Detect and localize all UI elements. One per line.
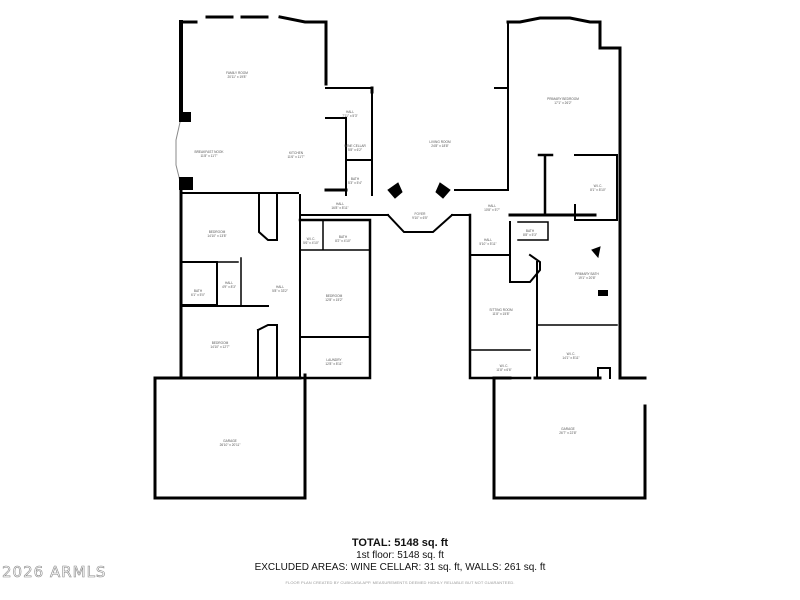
room-name: LIVING ROOM <box>429 140 451 144</box>
room-dimensions: 26'7" x 22'8" <box>559 431 576 435</box>
room-dimensions: 5'6" x 4'10" <box>303 241 319 245</box>
room-dimensions: 8'1" x 8'10" <box>590 188 606 192</box>
room-dimensions: 5'10" x 5'11" <box>479 242 496 246</box>
room-name: BEDROOM <box>212 341 229 345</box>
disclaimer: FLOOR PLAN CREATED BY CUBICASA APP. MEAS… <box>285 580 515 585</box>
room-dimensions: 8'2" x 4'10" <box>335 239 351 243</box>
room-name: BEDROOM <box>326 294 343 298</box>
room-name: BATH <box>351 177 360 181</box>
room-dimensions: 8'8" x 5'3" <box>523 233 537 237</box>
room-dimensions: 20'11" x 19'8" <box>227 75 246 79</box>
room-name: FOYER <box>415 212 427 216</box>
room-dimensions: 12'8" x 15'2" <box>325 298 342 302</box>
room-dimensions: 14'10" x 13'8" <box>207 234 226 238</box>
room-name: PRIMARY BEDROOM <box>547 97 579 101</box>
room-name: KITCHEN <box>289 151 304 155</box>
room-name: HALL <box>276 285 284 289</box>
room-name: PRIMARY BATH <box>575 272 599 276</box>
room-dimensions: 9'10" x 6'5" <box>412 216 428 220</box>
first-floor-area: 1st floor: 5148 sq. ft <box>356 550 444 561</box>
room-name: BATH <box>339 235 348 239</box>
room-name: W.I.C. <box>594 184 603 188</box>
room-dimensions: 5'8" x 6'2" <box>348 148 362 152</box>
room-name: SITTING ROOM <box>489 308 513 312</box>
room-name: HALL <box>225 281 233 285</box>
room-name: W.I.C. <box>567 352 576 356</box>
room-dimensions: 26'10" x 20'11" <box>220 443 241 447</box>
room-name: FAMILY ROOM <box>226 71 248 75</box>
room-name: W.I.C. <box>500 364 509 368</box>
room-dimensions: 14'1" x 8'11" <box>562 356 579 360</box>
room-dimensions: 19'1" x 20'8" <box>578 276 595 280</box>
room-dimensions: 11'6" x 11'7" <box>287 155 304 159</box>
room-name: LAUNDRY <box>326 358 342 362</box>
room-dimensions: 5'3" x 5'4" <box>348 181 362 185</box>
excluded-areas: EXCLUDED AREAS: WINE CELLAR: 31 sq. ft, … <box>254 562 546 573</box>
room-name: BEDROOM <box>209 230 226 234</box>
room-dimensions: 16'8" x 8'11" <box>331 206 348 210</box>
walls <box>153 15 647 500</box>
room-dimensions: 10'8" x 5'7" <box>484 208 500 212</box>
room-dimensions: 24'8" x 18'8" <box>431 144 448 148</box>
room-name: GARAGE <box>223 439 237 443</box>
room-name: GARAGE <box>561 427 575 431</box>
room-dimensions: 7'11" x 5'3" <box>342 114 357 118</box>
room-dimensions: 11'8" x 15'8" <box>492 312 509 316</box>
room-name: BATH <box>526 229 535 233</box>
room-dimensions: 5'8" x 33'2" <box>272 289 288 293</box>
room-name: HALL <box>346 110 354 114</box>
room-name: W.I.C. <box>307 237 316 241</box>
room-dimensions: 11'8" x 11'7" <box>200 154 217 158</box>
room-name: WINE CELLAR <box>344 144 366 148</box>
watermark: 2026 ARMLS <box>2 563 107 582</box>
room-name: BREAKFAST NOOK <box>195 150 225 154</box>
room-name: HALL <box>488 204 496 208</box>
room-dimensions: 12'8" x 8'11" <box>325 362 342 366</box>
room-dimensions: 11'8" x 6'6" <box>496 368 511 372</box>
room-name: HALL <box>484 238 492 242</box>
room-name: HALL <box>336 202 344 206</box>
room-dimensions: 4'9" x 8'3" <box>222 285 236 289</box>
total-area: TOTAL: 5148 sq. ft <box>351 537 449 549</box>
room-name: BATH <box>194 289 203 293</box>
room-dimensions: 14'10" x 12'7" <box>210 345 229 349</box>
room-dimensions: 6'1" x 5'0" <box>191 293 205 297</box>
room-dimensions: 17'1" x 26'2" <box>554 101 571 105</box>
